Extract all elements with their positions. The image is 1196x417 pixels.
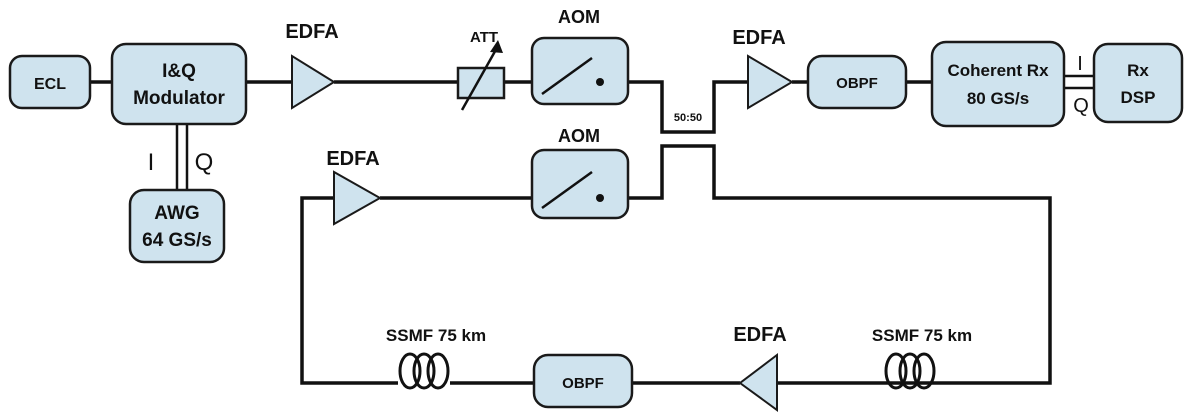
wire-loop-right [628, 144, 1052, 385]
awg-label-line2: 64 GS/s [142, 230, 212, 251]
coherent-rx-label-line2: 80 GS/s [967, 89, 1029, 108]
edfa-4-label: EDFA [733, 324, 786, 346]
aom-switch-1: AOM [530, 7, 630, 106]
edfa-amplifier-3: EDFA [326, 148, 383, 226]
rx-q-label: Q [1073, 95, 1089, 117]
att-label: ATT [470, 29, 498, 46]
coherent-rx-block: Coherent Rx 80 GS/s [930, 40, 1066, 128]
edfa-amplifier-1: EDFA [285, 21, 339, 110]
attenuator-arrow-head [490, 40, 503, 53]
wire-aom-coupler-edfa [628, 80, 748, 134]
modulator-block: I&Q Modulator [110, 42, 248, 126]
aom-1-label: AOM [558, 7, 600, 27]
aom-2-contact [596, 194, 604, 202]
obpf-2-label: OBPF [562, 375, 604, 392]
modulator-q-label: Q [195, 149, 214, 176]
aom-1-contact [596, 78, 604, 86]
aom-switch-2: AOM [530, 126, 630, 220]
rx-dsp-label-line1: Rx [1127, 61, 1149, 80]
modulator-i-label: I [148, 149, 155, 176]
obpf-1-label: OBPF [836, 75, 878, 92]
aom-2-switch-blade [541, 170, 593, 210]
connections [90, 74, 1094, 385]
ecl-block: ECL [8, 54, 92, 110]
coherent-rx-label-line1: Coherent Rx [947, 61, 1049, 80]
edfa-amplifier-2: EDFA [732, 27, 794, 110]
ssmf-2-label: SSMF 75 km [872, 326, 972, 345]
wire-loop-left [300, 196, 398, 385]
aom-1-switch-blade [541, 56, 593, 96]
awg-block: AWG 64 GS/s [128, 188, 226, 264]
aom-2-label: AOM [558, 126, 600, 146]
attenuator-arrow-shaft [460, 45, 500, 111]
coupler-label: 50:50 [674, 112, 702, 124]
edfa-1-label: EDFA [285, 21, 338, 43]
ssmf-spool-1: SSMF 75 km [386, 326, 486, 390]
attenuator: ATT [456, 29, 506, 111]
rx-dsp-block: Rx DSP [1092, 42, 1184, 124]
modulator-label-line1: I&Q [162, 61, 196, 82]
obpf-filter-2: OBPF [532, 353, 634, 409]
edfa-amplifier-4: EDFA [733, 324, 787, 412]
rx-dsp-label-line2: DSP [1121, 88, 1156, 107]
ecl-label: ECL [34, 76, 66, 93]
edfa-2-label: EDFA [732, 27, 785, 49]
modulator-label-line2: Modulator [133, 88, 225, 109]
ssmf-1-label: SSMF 75 km [386, 326, 486, 345]
rx-i-label: I [1077, 53, 1083, 75]
awg-label-line1: AWG [154, 203, 199, 224]
obpf-filter-1: OBPF [806, 54, 908, 110]
ssmf-spool-2: SSMF 75 km [872, 326, 972, 390]
edfa-3-label: EDFA [326, 148, 379, 170]
